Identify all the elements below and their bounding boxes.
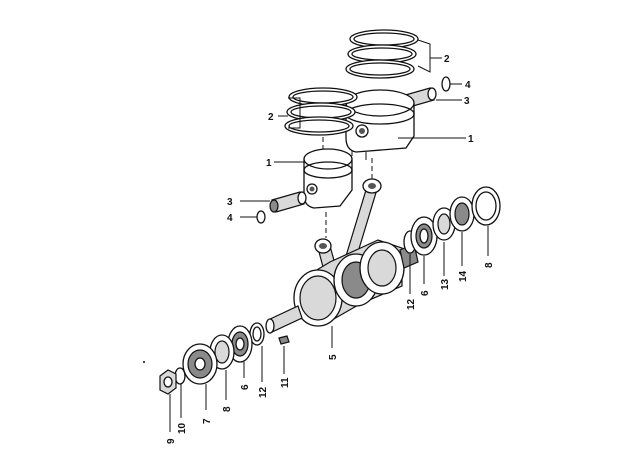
crankshaft-assembly	[265, 178, 419, 334]
label-lockwasher: 10	[177, 422, 188, 434]
wrist-pin-left	[269, 191, 307, 213]
label-pulley-hub: 7	[202, 418, 213, 424]
label-spacer-left: 12	[258, 386, 269, 398]
label-key: 11	[280, 377, 291, 388]
label-seal-left: 8	[222, 406, 233, 412]
label-pin-left: 3	[227, 197, 233, 208]
spacer-left	[249, 322, 265, 346]
label-spacer-right: 12	[406, 298, 417, 310]
circlip-left-icon	[256, 210, 266, 224]
label-ring-set-upper: 2	[444, 54, 450, 65]
label-pin-upper: 3	[464, 96, 470, 107]
label-crankshaft: 5	[328, 354, 339, 360]
label-bearing-right-outer: 13	[440, 278, 451, 290]
label-piston-left: 1	[266, 158, 272, 169]
washer-right	[449, 196, 475, 232]
label-washer-right: 14	[458, 270, 469, 282]
label-circlip-upper: 4	[465, 80, 471, 91]
piston-right	[345, 89, 415, 160]
key-icon	[278, 335, 290, 345]
piston-rings-left	[284, 87, 358, 136]
pulley-hub	[182, 343, 218, 385]
label-nut: 9	[166, 438, 177, 444]
label-bearing-left: 6	[240, 384, 251, 390]
label-bearing-right: 6	[420, 290, 431, 296]
label-ring-set-left: 2	[268, 112, 274, 123]
nut-icon	[159, 369, 177, 395]
seal-right	[471, 186, 501, 226]
label-seal-right: 8	[484, 262, 495, 268]
bearing-right	[410, 216, 438, 256]
label-circlip-left: 4	[227, 213, 233, 224]
label-piston-right: 1	[468, 134, 474, 145]
piston-rings-upper	[345, 29, 419, 79]
circlip-upper-icon	[441, 76, 451, 92]
piston-left	[303, 148, 353, 209]
